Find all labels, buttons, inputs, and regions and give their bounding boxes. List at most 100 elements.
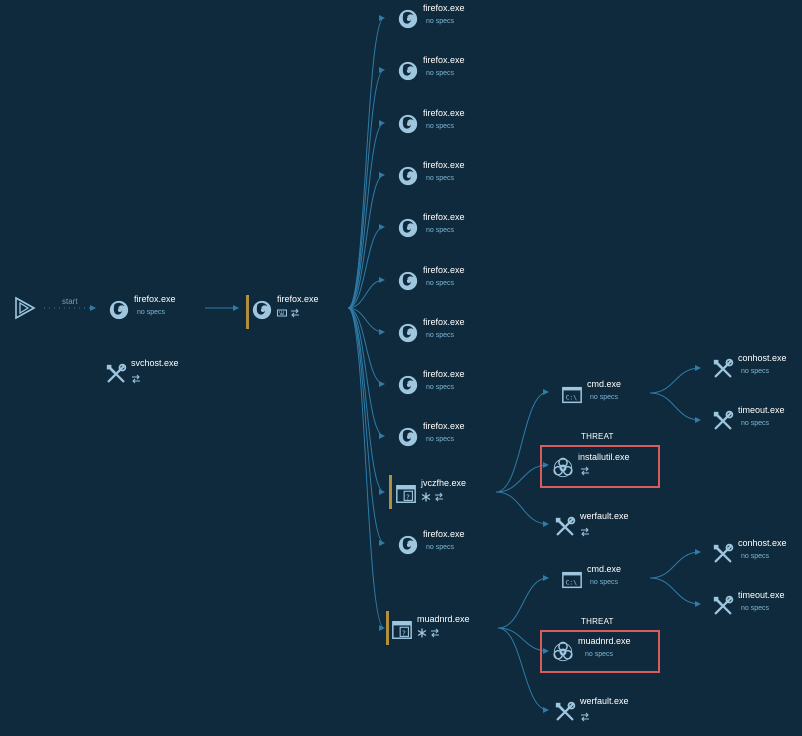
process-specs: no specs bbox=[426, 123, 455, 130]
process-name: cmd.exe bbox=[587, 379, 622, 389]
process-specs: no specs bbox=[426, 280, 455, 287]
firefox-icon bbox=[397, 165, 419, 187]
unknown-program-icon: ? bbox=[395, 483, 417, 505]
process-name: firefox.exe bbox=[423, 108, 465, 118]
biohazard-icon bbox=[552, 457, 574, 479]
process-specs: no specs bbox=[426, 175, 455, 182]
process-flags bbox=[580, 527, 590, 538]
firefox-icon bbox=[108, 299, 130, 321]
process-flags bbox=[131, 374, 141, 385]
edge-main-child-9 bbox=[347, 307, 385, 439]
process-name: firefox.exe bbox=[423, 212, 465, 222]
edge-jvczfhe-child-3 bbox=[495, 491, 549, 527]
firefox-icon bbox=[397, 426, 419, 448]
firefox-icon bbox=[397, 60, 419, 82]
threat-label: THREAT bbox=[581, 432, 614, 441]
firefox-icon bbox=[251, 299, 273, 321]
edge-cmd1-child-1 bbox=[649, 365, 701, 394]
process-name: firefox.exe bbox=[423, 265, 465, 275]
process-name: firefox.exe bbox=[134, 294, 176, 304]
console-icon: C:\ bbox=[561, 384, 583, 406]
firefox-icon bbox=[397, 217, 419, 239]
firefox-icon bbox=[397, 374, 419, 396]
tools-icon bbox=[712, 410, 734, 432]
process-name: firefox.exe bbox=[423, 421, 465, 431]
arrows-icon bbox=[290, 305, 300, 323]
firefox-icon bbox=[397, 322, 419, 344]
process-name: firefox.exe bbox=[423, 160, 465, 170]
process-specs: no specs bbox=[741, 553, 770, 560]
arrows-icon bbox=[580, 463, 590, 481]
start-marker bbox=[14, 296, 36, 320]
process-specs: no specs bbox=[426, 332, 455, 339]
edge-main-child-7 bbox=[347, 307, 385, 335]
firefox-icon bbox=[397, 8, 419, 30]
biohazard-icon bbox=[552, 641, 574, 663]
process-name: conhost.exe bbox=[738, 538, 787, 548]
svg-text:?: ? bbox=[406, 493, 410, 502]
process-name: firefox.exe bbox=[423, 55, 465, 65]
process-name: muadnrd.exe bbox=[417, 614, 470, 624]
process-name: timeout.exe bbox=[738, 405, 785, 415]
edge-main-child-6 bbox=[347, 277, 385, 309]
arrows-icon bbox=[434, 489, 444, 507]
process-specs: no specs bbox=[426, 18, 455, 25]
process-name: cmd.exe bbox=[587, 564, 622, 574]
arrows-icon bbox=[430, 625, 440, 643]
edge-main-child-8 bbox=[347, 307, 385, 387]
edge-main-child-1 bbox=[347, 15, 385, 309]
firefox-icon bbox=[397, 270, 419, 292]
tools-icon bbox=[712, 543, 734, 565]
arrows-icon bbox=[131, 371, 141, 389]
unknown-program-icon: ? bbox=[391, 619, 413, 641]
process-specs: no specs bbox=[585, 651, 614, 658]
process-name: firefox.exe bbox=[277, 294, 319, 304]
process-name: firefox.exe bbox=[423, 529, 465, 539]
process-specs: no specs bbox=[426, 70, 455, 77]
svg-text:C:\: C:\ bbox=[566, 394, 578, 402]
threat-highlight bbox=[540, 445, 660, 488]
edge-cmd2-child-1 bbox=[649, 549, 701, 579]
process-specs: no specs bbox=[426, 227, 455, 234]
process-specs: no specs bbox=[741, 420, 770, 427]
process-flags bbox=[277, 308, 300, 319]
process-name: timeout.exe bbox=[738, 590, 785, 600]
edge-main-child-12 bbox=[347, 307, 385, 631]
edge-muadnrd-child-1 bbox=[497, 575, 549, 629]
keyboard-icon bbox=[277, 305, 287, 323]
svg-text:C:\: C:\ bbox=[566, 579, 578, 587]
tools-icon bbox=[712, 358, 734, 380]
tools-icon bbox=[105, 363, 127, 385]
process-name: firefox.exe bbox=[423, 3, 465, 13]
process-specs: no specs bbox=[590, 394, 619, 401]
start-label: start bbox=[62, 297, 78, 306]
svg-text:?: ? bbox=[402, 629, 406, 638]
process-specs: no specs bbox=[590, 579, 619, 586]
edge-cmd1-child-2 bbox=[649, 392, 701, 423]
process-flags bbox=[421, 492, 444, 503]
tools-icon bbox=[554, 701, 576, 723]
firefox-icon bbox=[397, 113, 419, 135]
process-specs: no specs bbox=[426, 544, 455, 551]
arrows-icon bbox=[580, 709, 590, 727]
process-name: installutil.exe bbox=[578, 452, 630, 462]
process-flags bbox=[580, 466, 590, 477]
threat-label: THREAT bbox=[581, 617, 614, 626]
selection-bar bbox=[386, 611, 389, 645]
process-flags bbox=[417, 628, 440, 639]
process-specs: no specs bbox=[426, 436, 455, 443]
edge-main-child-3 bbox=[347, 120, 385, 309]
tools-icon bbox=[712, 595, 734, 617]
process-specs: no specs bbox=[426, 384, 455, 391]
process-name: jvczfhe.exe bbox=[421, 478, 467, 488]
edge-main-child-5 bbox=[347, 224, 385, 309]
arrows-icon bbox=[580, 524, 590, 542]
play-icon bbox=[15, 296, 36, 320]
process-specs: no specs bbox=[741, 368, 770, 375]
edge-cmd2-child-2 bbox=[649, 577, 701, 607]
process-name: werfault.exe bbox=[580, 511, 629, 521]
tools-icon bbox=[554, 516, 576, 538]
edge-main-child-4 bbox=[347, 172, 385, 309]
asterisk-icon bbox=[417, 625, 427, 643]
process-flags bbox=[580, 712, 590, 723]
